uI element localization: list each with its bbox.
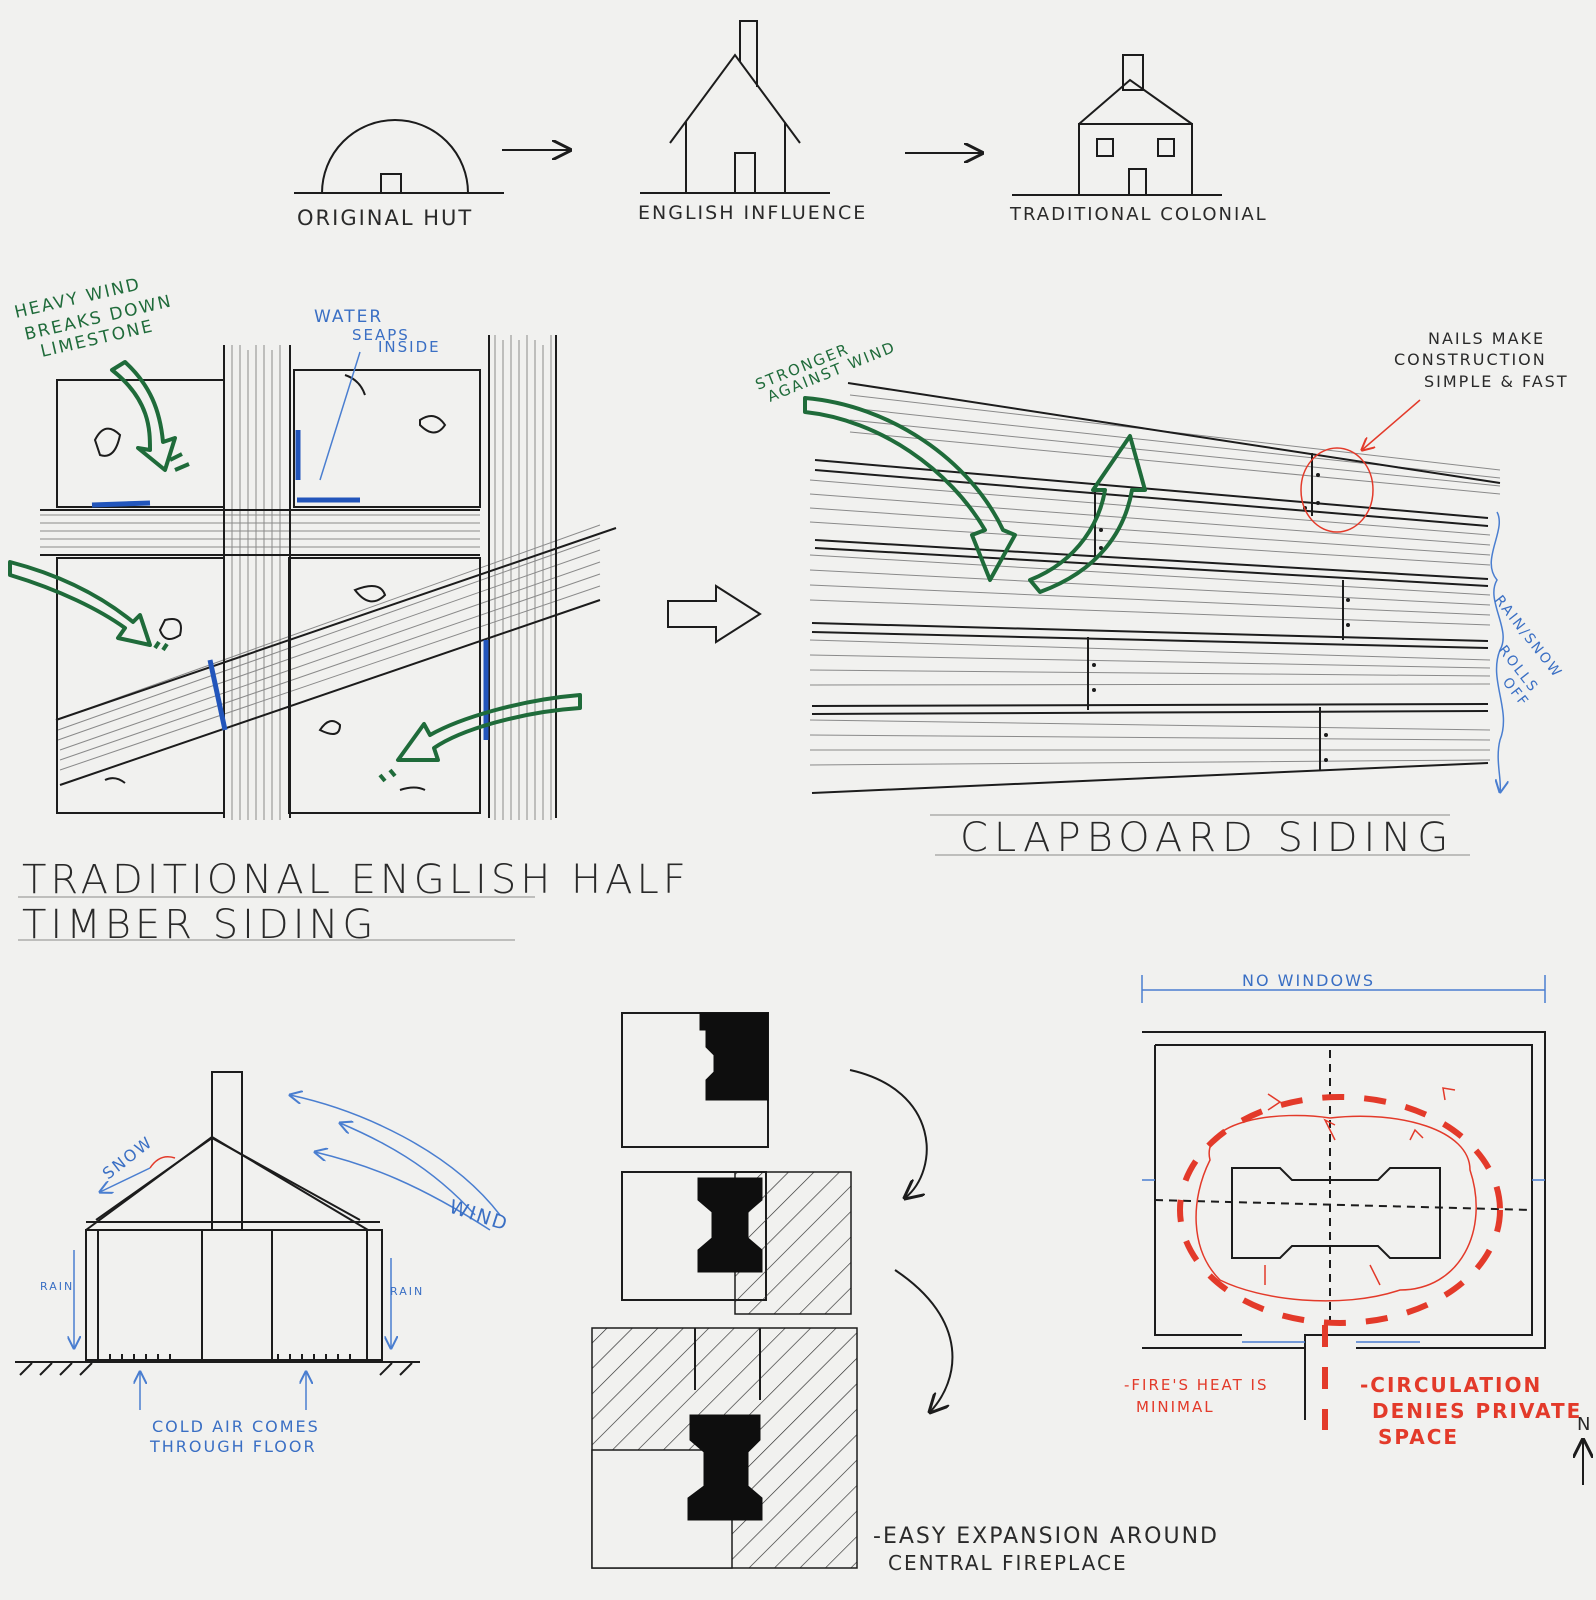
wind-arrows-blue	[74, 1095, 501, 1410]
fire-heat-note-1: -FIRE'S HEAT IS	[1124, 1376, 1269, 1394]
wind-arrows-green	[8, 360, 582, 783]
note-nails-1: NAILS MAKE	[1428, 329, 1545, 348]
traditional-colonial-label: TRADITIONAL COLONIAL	[1009, 204, 1268, 225]
circulation-note-3: SPACE	[1378, 1425, 1459, 1449]
half-timber-title-2: TIMBER SIDING	[22, 902, 377, 948]
circulation-note-1: -CIRCULATION	[1360, 1373, 1542, 1397]
evolution-section: ORIGINAL HUT ENGLISH INFLUENCE TRADITION…	[294, 20, 1268, 230]
clapboard-title: CLAPBOARD SIDING	[960, 815, 1454, 861]
cold-air-label-1: COLD AIR COMES	[152, 1417, 320, 1436]
water-leader-line	[319, 351, 361, 481]
english-house-icon	[640, 20, 830, 194]
note-nails-2: CONSTRUCTION	[1394, 350, 1547, 369]
expansion-plans	[591, 1012, 954, 1569]
rain-left-label: RAIN	[40, 1280, 74, 1293]
clapboard-grain	[809, 394, 1501, 766]
fireplace-1	[699, 1012, 769, 1101]
note-water-2: SEAPS	[352, 326, 410, 344]
north-label: N	[1577, 1414, 1592, 1435]
expansion-note-1: -EASY EXPANSION AROUND	[873, 1524, 1219, 1549]
expansion-note-2: CENTRAL FIREPLACE	[888, 1551, 1128, 1575]
nails-highlight-circle	[1300, 447, 1374, 533]
timber-frame	[40, 335, 617, 818]
original-hut-label: ORIGINAL HUT	[297, 206, 473, 230]
heat-spread-outline	[1195, 1114, 1477, 1302]
clapboard-wind-arrows	[803, 396, 1147, 594]
no-windows-label: NO WINDOWS	[1242, 971, 1375, 990]
fireplace-2	[697, 1177, 763, 1273]
floor-plan	[1141, 975, 1546, 1430]
english-influence-label: ENGLISH INFLUENCE	[638, 202, 867, 224]
fire-heat-note-2: MINIMAL	[1136, 1398, 1215, 1416]
half-timber-drawing	[8, 335, 617, 820]
snow-label: SNOW	[99, 1132, 157, 1183]
colonial-house-icon	[1012, 54, 1222, 196]
circulation-note-2: DENIES PRIVATE	[1372, 1399, 1582, 1423]
note-water-1: WATER	[314, 307, 383, 327]
central-hearth	[1231, 1167, 1441, 1259]
transition-arrow-icon	[667, 584, 762, 644]
rain-roll-off-line	[1490, 511, 1503, 792]
rain-right-label: RAIN	[390, 1285, 424, 1298]
nail-dots	[1092, 473, 1350, 762]
fireplace-3	[687, 1414, 763, 1521]
original-hut-icon	[294, 119, 504, 194]
note-water-3: INSIDE	[378, 338, 441, 356]
wind-label: WIND	[446, 1196, 511, 1236]
clapboard-drawing	[803, 382, 1503, 794]
note-nails-3: SIMPLE & FAST	[1424, 372, 1569, 391]
cold-air-label-2: THROUGH FLOOR	[149, 1437, 317, 1456]
timber-hatching	[40, 335, 601, 820]
circulation-loop	[1177, 1094, 1503, 1326]
house-section-drawing	[15, 1071, 501, 1410]
clapboard-boards	[811, 382, 1501, 794]
half-timber-title-1: TRADITIONAL ENGLISH HALF	[22, 857, 690, 903]
limestone-texture	[93, 374, 447, 791]
